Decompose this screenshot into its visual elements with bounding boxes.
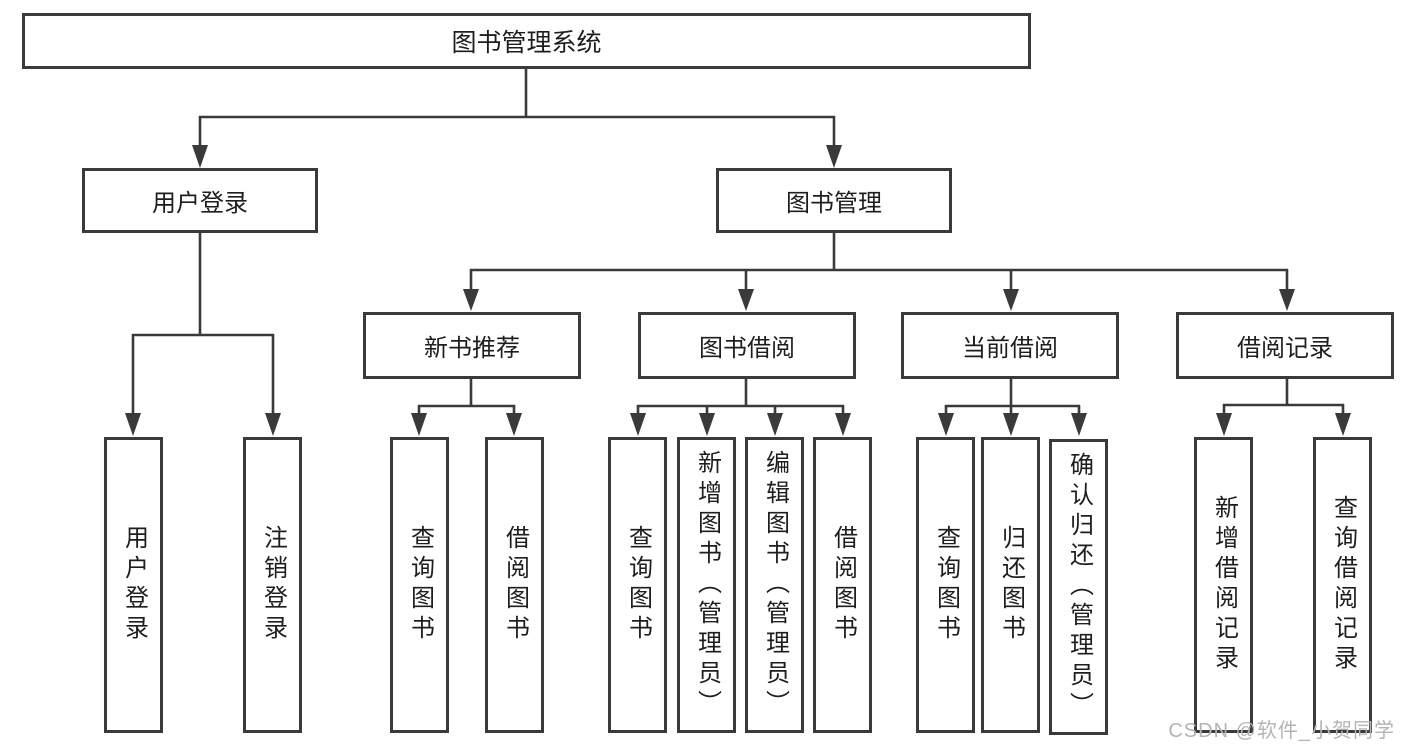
connector-book-borrow-to-leaves (630, 379, 851, 436)
connector-new-book-recommend-to-leaves (411, 379, 522, 436)
node-label: 用户登录 (120, 525, 148, 645)
node-leaf-confirm-return-admin: 确认归还（管理员） (1049, 439, 1108, 735)
node-leaf-borrow-books-1: 借阅图书 (485, 437, 544, 733)
csdn-watermark: CSDN @软件_小贺同学 (1168, 720, 1395, 742)
node-current-borrow: 当前借阅 (901, 312, 1119, 379)
node-label: 新增图书（管理员） (693, 450, 721, 720)
node-label: 编辑图书（管理员） (761, 450, 789, 720)
connector-root-to-level2 (192, 68, 842, 168)
node-book-management: 图书管理 (716, 168, 952, 233)
node-label: 用户登录 (152, 190, 248, 217)
node-leaf-query-books-1: 查询图书 (390, 437, 449, 733)
node-label: 查询图书 (624, 525, 652, 645)
node-library-management-system: 图书管理系统 (22, 13, 1031, 69)
node-label: 查询图书 (406, 525, 434, 645)
node-leaf-borrow-books-2: 借阅图书 (813, 437, 872, 733)
node-label: 图书借阅 (699, 335, 795, 362)
node-label: 借阅记录 (1237, 335, 1333, 362)
connector-borrow-records-to-leaves (1216, 379, 1351, 436)
node-label: 新书推荐 (424, 335, 520, 362)
node-label: 借阅图书 (501, 525, 529, 645)
node-label: 查询图书 (932, 525, 960, 645)
node-leaf-edit-book-admin: 编辑图书（管理员） (745, 437, 804, 733)
node-label: 图书管理系统 (451, 29, 602, 57)
node-borrow-records: 借阅记录 (1176, 312, 1394, 379)
node-label: 图书管理 (786, 190, 882, 217)
node-user-login: 用户登录 (82, 168, 318, 233)
node-label: 注销登录 (259, 525, 287, 645)
node-label: 归还图书 (997, 525, 1025, 645)
connector-book-management-to-level3 (463, 233, 1295, 311)
connector-current-borrow-to-leaves (938, 379, 1087, 436)
node-leaf-user-login: 用户登录 (104, 437, 163, 733)
node-label: 新增借阅记录 (1210, 495, 1238, 675)
node-label: 当前借阅 (962, 335, 1058, 362)
node-book-borrow: 图书借阅 (638, 312, 856, 379)
node-leaf-query-borrow-record: 查询借阅记录 (1313, 437, 1372, 733)
node-leaf-add-book-admin: 新增图书（管理员） (677, 437, 736, 733)
node-leaf-query-books-2: 查询图书 (608, 437, 667, 733)
node-leaf-query-books-3: 查询图书 (916, 437, 975, 733)
node-leaf-logout: 注销登录 (243, 437, 302, 733)
node-label: 借阅图书 (829, 525, 857, 645)
node-leaf-add-borrow-record: 新增借阅记录 (1194, 437, 1253, 733)
node-label: 查询借阅记录 (1329, 495, 1357, 675)
node-label: 确认归还（管理员） (1065, 452, 1093, 722)
connector-user-login-to-leaves (125, 233, 281, 436)
node-new-book-recommend: 新书推荐 (363, 312, 581, 379)
node-leaf-return-books: 归还图书 (981, 437, 1040, 733)
